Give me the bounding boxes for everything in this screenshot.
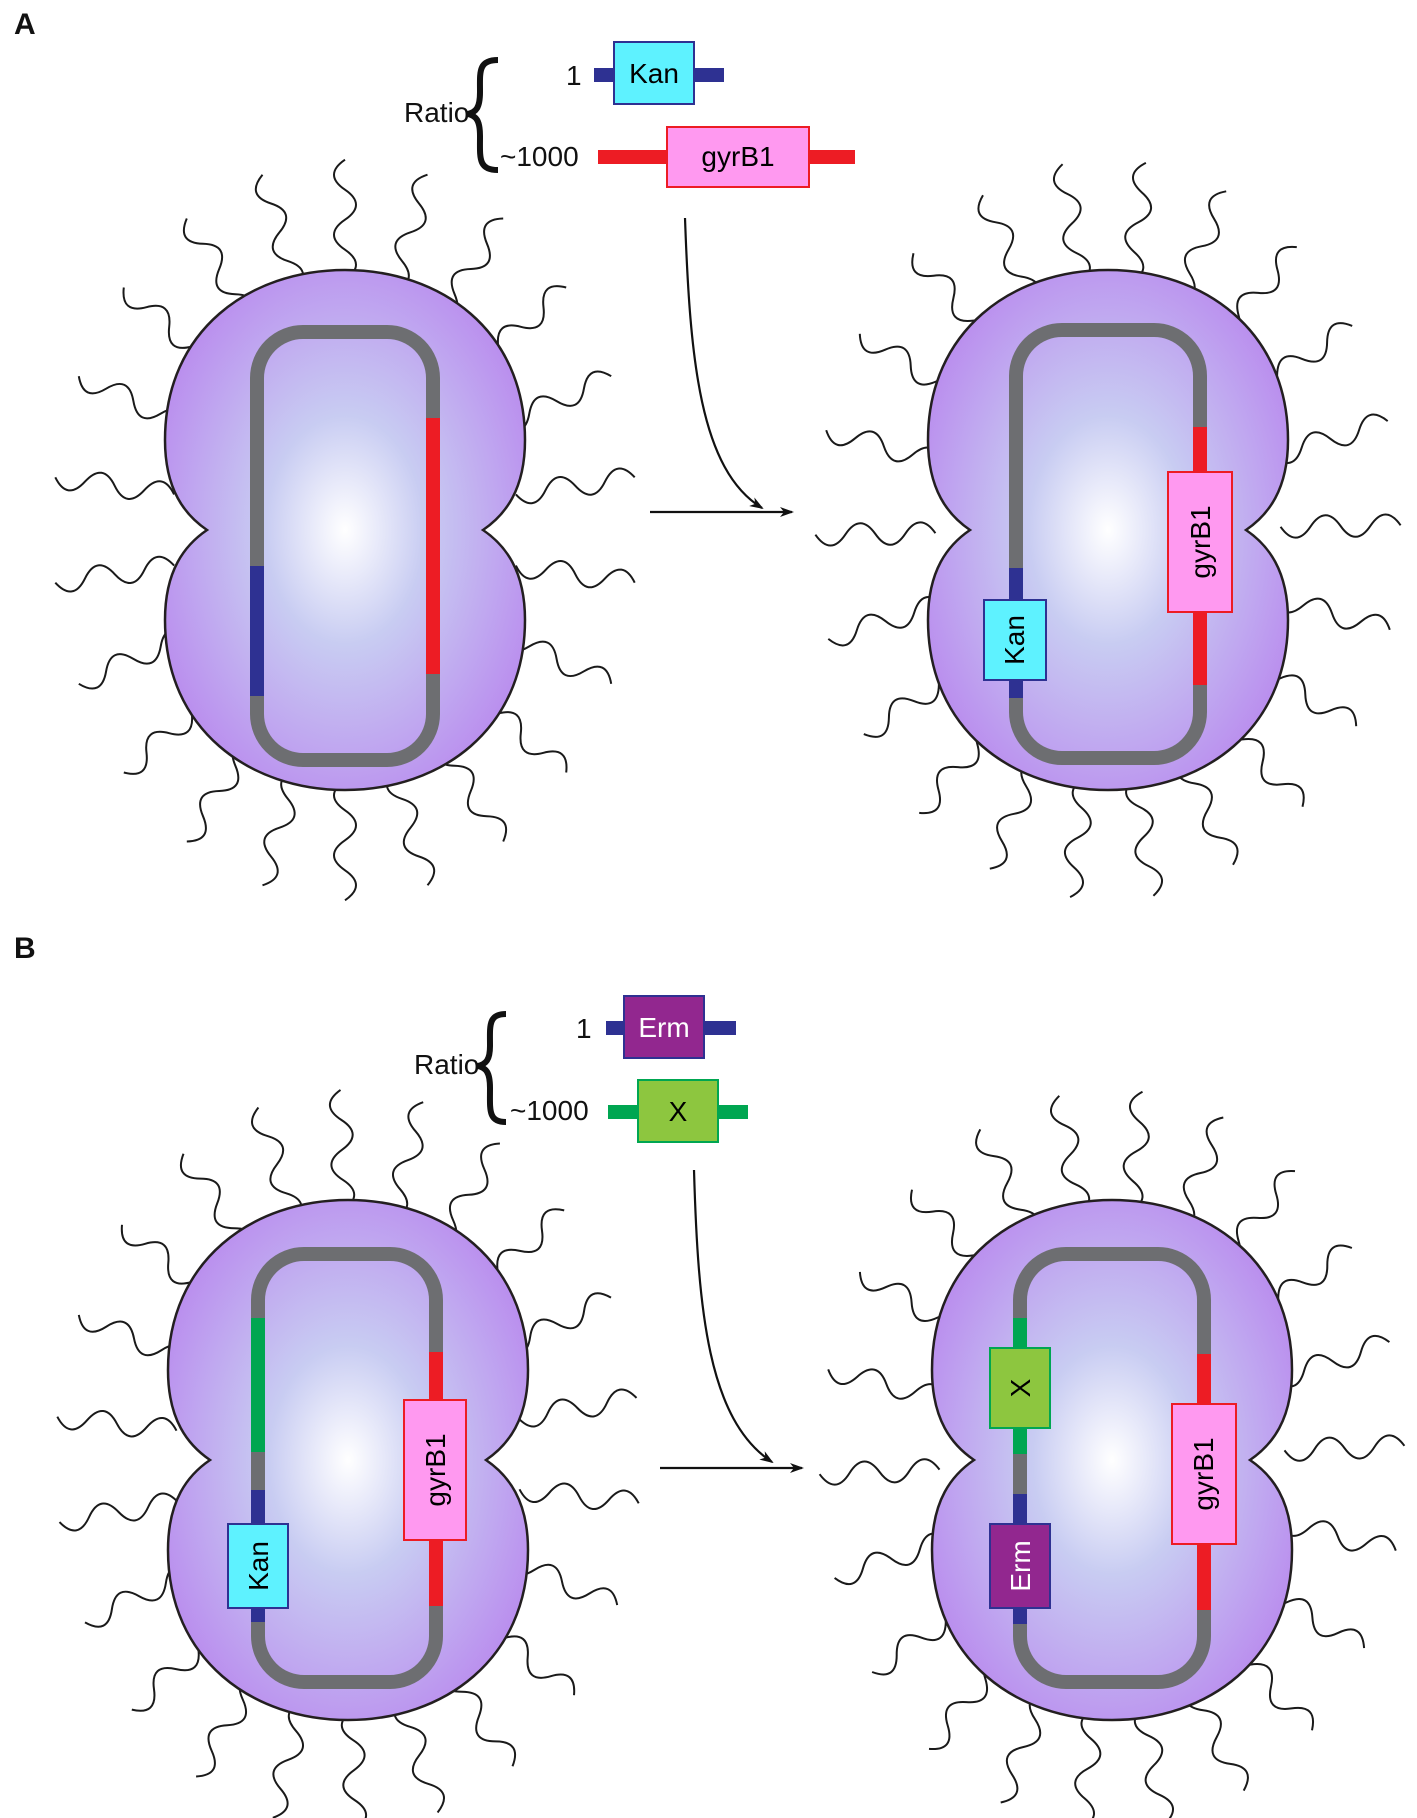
flagellum	[814, 521, 937, 547]
incorporation-arrow-a	[683, 217, 764, 510]
flagellum	[272, 1700, 304, 1818]
panel-letter-b: B	[14, 932, 36, 965]
chromosome	[250, 325, 440, 767]
flagellum	[1125, 776, 1163, 897]
flagellum	[975, 1128, 1040, 1237]
flagellum	[54, 471, 175, 500]
flagellum	[827, 596, 944, 647]
cell-before-a	[54, 158, 636, 902]
flagellum	[1283, 1434, 1406, 1462]
flagellum	[827, 1368, 946, 1400]
donor-label-gyrb1: gyrB1	[701, 141, 774, 172]
flagellum	[515, 560, 636, 589]
flagellum	[515, 467, 636, 505]
flagellum	[825, 429, 943, 463]
panel-a: A Ratio 1 ~1000 Kan gyrB1	[14, 8, 1402, 902]
chromosome: Kan gyrB1	[227, 1247, 467, 1689]
ratio-label-b: Ratio	[414, 1049, 479, 1080]
x-cassette: X	[989, 1347, 1051, 1429]
cassette-label-kan: Kan	[243, 1541, 274, 1591]
flagellum	[251, 1106, 303, 1223]
cassette-label-erm: Erm	[1005, 1540, 1036, 1591]
panel-letter-a: A	[14, 8, 36, 41]
flagellum	[1122, 1090, 1150, 1212]
flagellum	[58, 1492, 179, 1532]
flagellum	[54, 555, 175, 593]
flagellum	[393, 1697, 445, 1814]
flagellum	[1074, 1708, 1102, 1818]
flagellum	[393, 173, 428, 291]
erm-cassette: Erm	[989, 1523, 1051, 1609]
gyrb1-cassette: gyrB1	[1171, 1403, 1237, 1545]
chromosome: X Erm gyrB1	[989, 1247, 1237, 1689]
flagellum	[1000, 1690, 1047, 1804]
panel-b: B Ratio 1 ~1000 Erm X	[14, 932, 1406, 1818]
flagellum	[1275, 1334, 1391, 1388]
flagellum	[1064, 777, 1092, 898]
flagellum	[328, 1089, 356, 1211]
ratio-legend-b: Ratio 1 ~1000 Erm X	[414, 995, 748, 1143]
cassette-label-gyrb1: gyrB1	[1185, 505, 1216, 578]
cassette-label-x: X	[1005, 1378, 1036, 1397]
flagellum	[517, 1388, 638, 1428]
flagellum	[518, 1482, 640, 1510]
flagellum	[340, 1709, 368, 1818]
ratio-legend-a: Ratio 1 ~1000 Kan gyrB1	[404, 41, 855, 188]
flagellum	[56, 1410, 178, 1438]
chromosome: Kan gyrB1	[983, 323, 1233, 765]
cell-after-a: Kan gyrB1	[814, 162, 1402, 898]
flagellum	[977, 194, 1040, 305]
flagellum	[392, 1101, 424, 1220]
incorporation-arrow-b	[692, 1169, 774, 1464]
ratio-value-a-1000: ~1000	[500, 141, 579, 172]
cell-before-b: Kan gyrB1	[56, 1089, 640, 1818]
donor-label-kan: Kan	[629, 58, 679, 89]
flagellum	[1050, 1095, 1090, 1215]
cassette-label-kan: Kan	[999, 615, 1030, 665]
gyrb1-cassette: gyrB1	[1167, 471, 1233, 613]
cassette-label-gyrb1: gyrB1	[420, 1433, 451, 1506]
cell-after-b: X Erm gyrB1	[818, 1090, 1406, 1818]
flagellum	[1184, 1683, 1249, 1792]
donor-fragment-gyrb1: gyrB1	[598, 126, 855, 188]
cassette-label-gyrb1: gyrB1	[1188, 1437, 1219, 1510]
ratio-value-a-1: 1	[566, 60, 582, 91]
flagellum	[1278, 1520, 1397, 1552]
flagellum	[254, 174, 305, 291]
flagellum	[262, 769, 297, 887]
donor-label-x: X	[669, 1096, 688, 1127]
donor-fragment-erm: Erm	[606, 995, 736, 1059]
flagellum	[833, 1532, 949, 1586]
flagellum	[1273, 597, 1391, 631]
kan-cassette: Kan	[983, 599, 1047, 681]
gyrb1-cassette: gyrB1	[403, 1399, 467, 1541]
flagellum	[1124, 162, 1152, 283]
flagellum	[333, 779, 357, 902]
ratio-label-a: Ratio	[404, 97, 469, 128]
ratio-brace-a	[467, 57, 499, 173]
kan-cassette: Kan	[227, 1523, 289, 1609]
donor-fragment-x: X	[608, 1079, 748, 1143]
flagellum	[1272, 413, 1389, 464]
flagellum	[385, 769, 436, 886]
flagellum	[333, 158, 357, 281]
ratio-value-b-1: 1	[576, 1013, 592, 1044]
donor-label-erm: Erm	[638, 1012, 689, 1043]
flagellum	[1279, 513, 1402, 539]
flagellum	[989, 758, 1039, 870]
flagellum	[1134, 1705, 1174, 1818]
ratio-value-b-1000: ~1000	[510, 1095, 589, 1126]
flagellum	[1177, 190, 1227, 302]
flagellum	[1176, 755, 1239, 866]
flagellum	[818, 1458, 941, 1486]
ratio-brace-b	[477, 1011, 507, 1125]
donor-fragment-kan: Kan	[594, 41, 724, 105]
flagellum	[1053, 163, 1091, 284]
flagellum	[1177, 1116, 1224, 1230]
